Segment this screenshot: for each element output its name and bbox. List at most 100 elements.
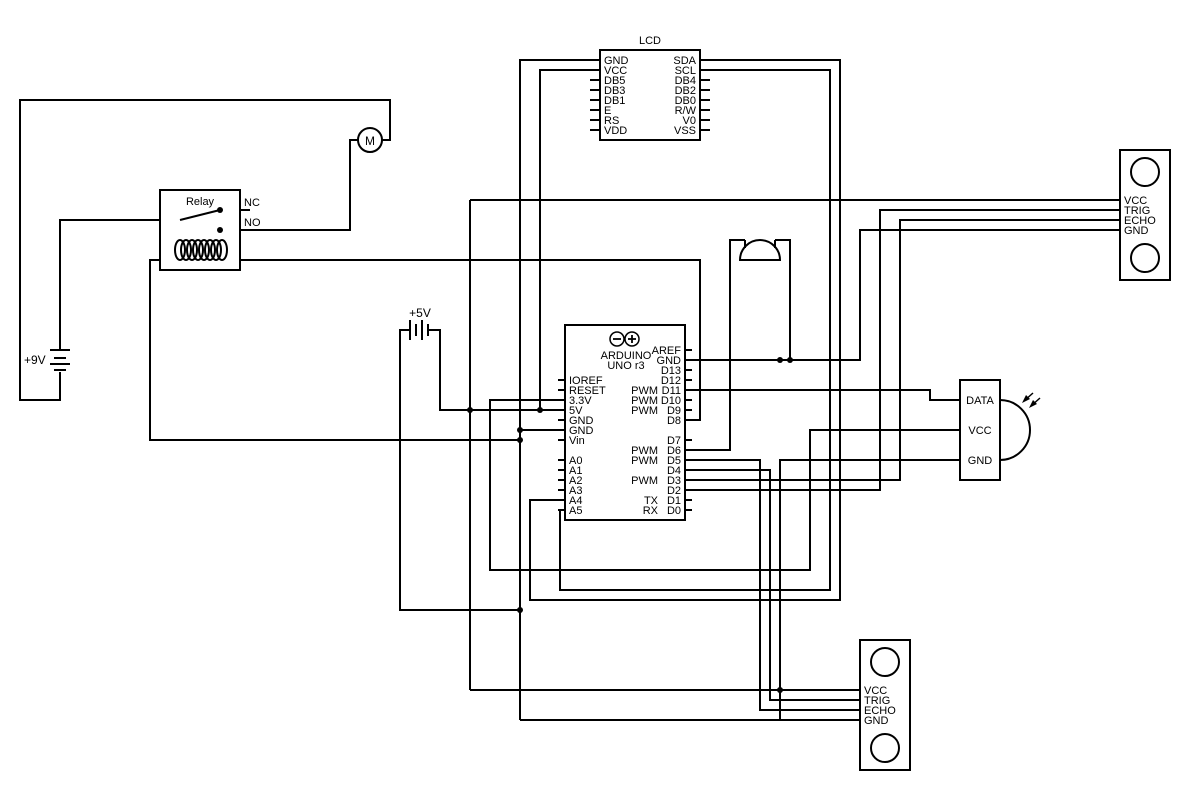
arduino-pin-label-d9: D9 bbox=[667, 405, 681, 417]
battery-9v-gap bbox=[46, 351, 74, 371]
motor: M bbox=[357, 127, 383, 153]
battery-5v-label: +5V bbox=[409, 306, 431, 320]
lcd-pin-label-r-w: R/W bbox=[675, 105, 697, 117]
arduino-pin-label-a4: A4 bbox=[569, 495, 582, 507]
wire-echo-bottom bbox=[686, 459, 860, 711]
relay-switch-arm bbox=[179, 209, 221, 221]
ultrasonic-sensor-bottom: VCC TRIG ECHO GND bbox=[859, 639, 911, 771]
arduino-pin-label-gnd: GND bbox=[569, 415, 594, 427]
arduino-pin-label-d0: D0 bbox=[667, 505, 681, 517]
pwm-label: PWM bbox=[631, 385, 658, 397]
arduino-pin-label-d2: D2 bbox=[667, 485, 681, 497]
arduino-pin-label-3-3v: 3.3V bbox=[569, 395, 592, 407]
wire-lcd-sda bbox=[529, 59, 841, 601]
buzzer bbox=[738, 239, 782, 261]
junction-dot bbox=[777, 357, 783, 363]
lcd-pin-label-db3: DB3 bbox=[604, 85, 625, 97]
arduino-pin-label-d1: D1 bbox=[667, 495, 681, 507]
junction-dot bbox=[777, 687, 783, 693]
wire-buzzer-right bbox=[775, 239, 791, 360]
arduino-pin-label-d5: D5 bbox=[667, 455, 681, 467]
wire-5v-battery-plus bbox=[428, 329, 564, 411]
relay-module: Relay NC NO bbox=[159, 189, 261, 271]
lcd-pin-label-db0: DB0 bbox=[675, 95, 696, 107]
arduino-logo-icon bbox=[609, 331, 640, 347]
rx-label: RX bbox=[643, 505, 659, 517]
battery-5v-gap bbox=[409, 318, 429, 342]
arduino-pin-label-a0: A0 bbox=[569, 455, 582, 467]
ir-sensor-dome bbox=[999, 399, 1031, 461]
arduino-pin-label-d8: D8 bbox=[667, 415, 681, 427]
wire-5v-battery-minus bbox=[399, 329, 520, 611]
lcd-right-pin-stubs bbox=[700, 59, 710, 131]
wire-lcd-gnd bbox=[519, 59, 600, 430]
arduino-pin-label-a3: A3 bbox=[569, 485, 582, 497]
ultrasonic-bottom-transducer bbox=[870, 733, 900, 763]
lcd-pin-label-vcc: VCC bbox=[604, 65, 627, 77]
arduino-pin-label-a5: A5 bbox=[569, 505, 582, 517]
lcd-pin-label-sda: SDA bbox=[673, 55, 696, 67]
relay-no-label: NO bbox=[244, 217, 261, 229]
junction-dot bbox=[517, 437, 523, 443]
wire-echo-right bbox=[686, 219, 1120, 481]
junction-dot bbox=[517, 427, 523, 433]
wire-lcd-vcc bbox=[539, 69, 600, 410]
wire-trig-right bbox=[686, 209, 1120, 491]
ir-sensor-pin-vcc: VCC bbox=[968, 425, 991, 437]
relay-contact-nc bbox=[217, 207, 223, 213]
wire-battery-top bbox=[59, 219, 180, 350]
wire-relay-coil-vin bbox=[149, 259, 520, 441]
wire-buzzer-left bbox=[686, 239, 745, 451]
lcd-pin-label-db5: DB5 bbox=[604, 75, 625, 87]
lcd-pin-label-scl: SCL bbox=[675, 65, 696, 77]
junction-dot bbox=[517, 607, 523, 613]
wire-trig-bottom bbox=[686, 469, 860, 701]
buzzer-icon bbox=[738, 239, 782, 261]
wire-ir-vcc bbox=[489, 399, 960, 571]
arduino-name-line2: UNO r3 bbox=[607, 360, 644, 372]
lcd-pin-label-gnd: GND bbox=[604, 55, 629, 67]
pwm-label: PWM bbox=[631, 455, 658, 467]
lcd-body bbox=[599, 49, 701, 141]
ultrasonic-bottom-pin-echo: ECHO bbox=[864, 705, 896, 717]
lcd-pin-label-db2: DB2 bbox=[675, 85, 696, 97]
relay-nc-label: NC bbox=[244, 197, 260, 209]
arduino-pwm-labels: PWM PWM PWM PWM PWM PWM TX RX bbox=[631, 385, 659, 517]
tx-label: TX bbox=[644, 495, 659, 507]
ultrasonic-right-pin-trig: TRIG bbox=[1124, 205, 1150, 217]
ir-receiver-arrows-icon bbox=[1022, 392, 1041, 408]
arduino-pin-label-d7: D7 bbox=[667, 435, 681, 447]
arduino-pin-label-ioref: IOREF bbox=[569, 375, 603, 387]
motor-label: M bbox=[365, 134, 375, 148]
battery-9v-label: +9V bbox=[24, 353, 46, 367]
wire-relay-no-motor bbox=[220, 139, 360, 231]
lcd-pin-label-rs: RS bbox=[604, 115, 619, 127]
ultrasonic-bottom-transducer bbox=[870, 647, 900, 677]
arduino-pin-label-d4: D4 bbox=[667, 465, 681, 477]
arduino-pin-label-a2: A2 bbox=[569, 475, 582, 487]
arduino-left-pin-stubs bbox=[558, 379, 565, 511]
wire-gnd-ultrasonic-right bbox=[686, 229, 1120, 361]
ultrasonic-bottom-pin-vcc: VCC bbox=[864, 685, 887, 697]
arduino-pin-label-d13: D13 bbox=[661, 365, 681, 377]
arduino-pin-label-d12: D12 bbox=[661, 375, 681, 387]
lcd-pin-label-db4: DB4 bbox=[675, 75, 696, 87]
ultrasonic-right-transducer bbox=[1130, 243, 1160, 273]
arduino-pin-label-vin: Vin bbox=[569, 435, 585, 447]
ultrasonic-bottom-pin-trig: TRIG bbox=[864, 695, 890, 707]
junction-dot bbox=[467, 407, 473, 413]
arduino-pin-label-d6: D6 bbox=[667, 445, 681, 457]
lcd-left-pin-stubs bbox=[590, 59, 600, 131]
ultrasonic-right-transducer bbox=[1130, 157, 1160, 187]
ultrasonic-right-pin-echo: ECHO bbox=[1124, 215, 1156, 227]
pwm-label: PWM bbox=[631, 445, 658, 457]
motor-icon bbox=[357, 127, 383, 153]
lcd-pin-label-e: E bbox=[604, 105, 611, 117]
ultrasonic-sensor-right: VCC TRIG ECHO GND bbox=[1119, 149, 1171, 281]
wire-ir-data bbox=[686, 389, 960, 401]
